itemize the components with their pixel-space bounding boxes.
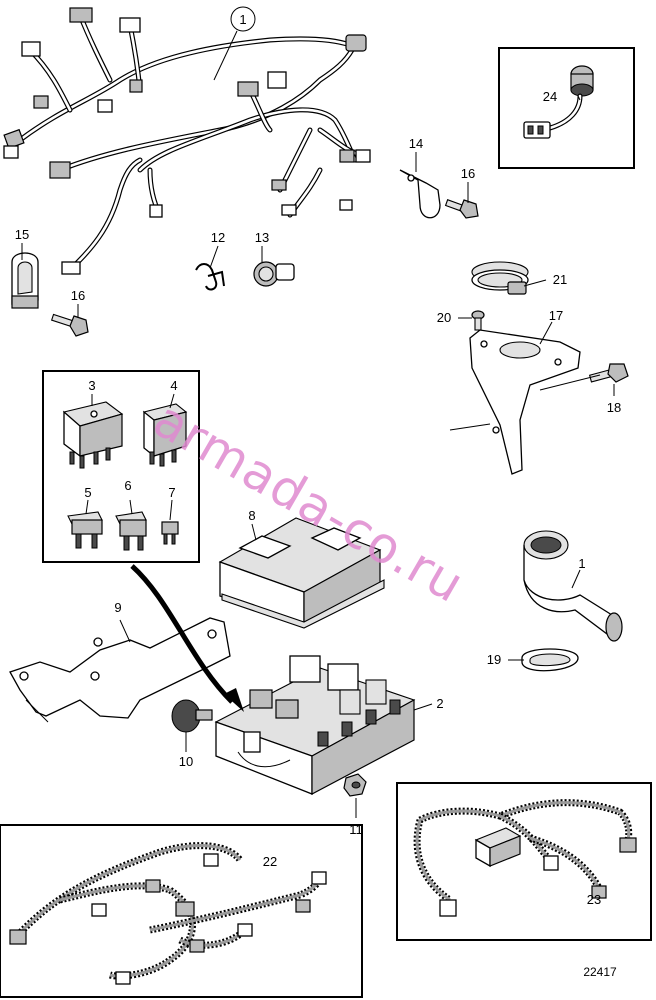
bolt-18 [588,363,629,383]
callout-23: 23 [587,892,601,907]
connector-socket-1 [523,530,623,642]
callout-15: 15 [15,227,29,242]
connector-13 [253,261,295,287]
fuse-5 [67,511,103,549]
fuse-box-cover-8 [218,517,385,629]
wire-clip-12 [195,263,225,291]
callout-17: 17 [549,308,563,323]
bolt-16b [50,313,89,337]
retaining-clip-19 [521,648,579,672]
callout-13: 13 [255,230,269,245]
screw-20 [471,310,485,331]
callout-16-top: 16 [461,166,475,181]
detail-box-23 [396,782,652,941]
callout-4: 4 [170,378,177,393]
fuse-7 [161,521,179,545]
callout-11: 11 [349,822,363,837]
callout-9: 9 [114,600,121,615]
callout-8: 8 [248,508,255,523]
callout-5: 5 [84,485,91,500]
callout-2: 2 [436,696,443,711]
sensor-24 [523,65,594,139]
detail-box-22 [0,824,363,998]
callout-12: 12 [211,230,225,245]
callout-16-left: 16 [71,288,85,303]
callout-21: 21 [553,272,567,287]
mounting-bracket-9 [9,617,231,723]
callout-22: 22 [263,854,277,869]
rubber-mount-10 [171,699,213,733]
nut-11 [343,773,367,797]
relay-3 [62,401,124,469]
cable-clip-15 [11,252,39,309]
callout-18: 18 [607,400,621,415]
callout-20: 20 [437,310,451,325]
callout-3: 3 [88,378,95,393]
insertion-arrow [130,564,244,712]
detail-box-relays-fuses [42,370,200,563]
fuse-6 [115,511,147,551]
bracket-17 [469,329,581,475]
detail-box-24 [498,47,635,169]
callout-10: 10 [179,754,193,769]
callout-1-top: 1 [230,6,256,32]
main-wiring-harness [3,7,371,275]
wiring-harness-22 [9,842,327,985]
figure-reference: 22417 [583,965,617,979]
callout-14: 14 [409,136,423,151]
relay-4 [142,403,188,467]
leader-lines [21,30,615,818]
wiring-harness-23 [413,799,637,917]
callout-24: 24 [543,89,557,104]
hose-clamp-21 [471,261,529,295]
callout-7: 7 [168,485,175,500]
fuse-relay-box-2 [214,655,416,795]
bolt-16a [444,199,479,219]
callout-1-right: 1 [578,556,585,571]
callout-19: 19 [487,652,501,667]
callout-label: 1 [239,12,246,27]
cable-clamp-14 [399,169,441,219]
callout-6: 6 [124,478,131,493]
